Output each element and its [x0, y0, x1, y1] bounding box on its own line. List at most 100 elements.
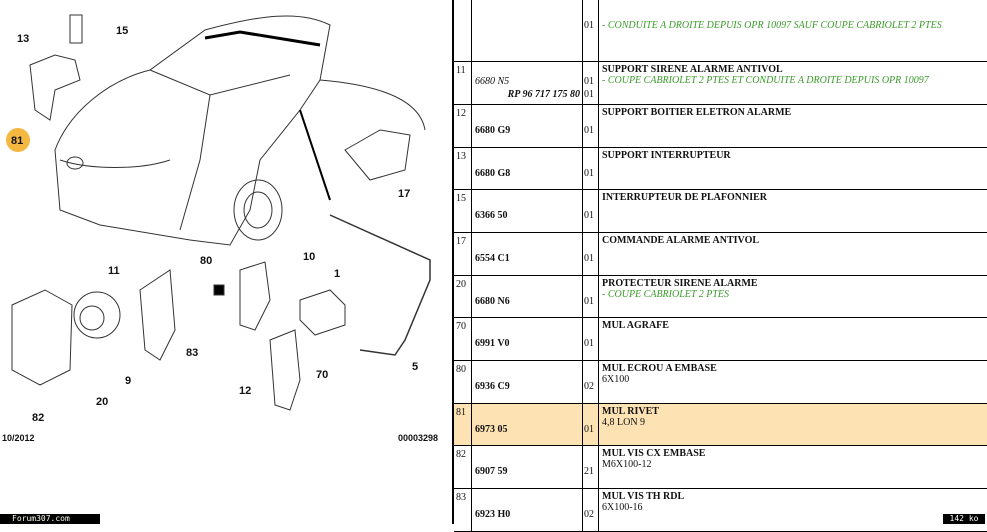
item-number: 17 [454, 233, 472, 275]
part-title: INTERRUPTEUR DE PLAFONNIER [602, 192, 768, 203]
designation-cell: MUL AGRAFE [599, 318, 987, 360]
callout-80[interactable]: 80 [200, 255, 212, 267]
part-reference[interactable]: 6366 50 [475, 210, 508, 221]
file-size: 142 ko [943, 514, 985, 524]
quantity: 01 [584, 338, 594, 349]
callout-82[interactable]: 82 [32, 412, 44, 424]
part-reference[interactable]: 6991 V0 [475, 338, 510, 349]
callout-10[interactable]: 10 [303, 251, 315, 263]
item-number: 81 [454, 404, 472, 445]
designation-cell: SUPPORT SIRENE ALARME ANTIVOL- COUPE CAB… [599, 62, 987, 104]
part-reference[interactable]: 6680 N5 [475, 76, 510, 87]
designation-cell: COMMANDE ALARME ANTIVOL [599, 233, 987, 275]
callout-70[interactable]: 70 [316, 369, 328, 381]
ref-cell: 6991 V0 [472, 318, 583, 360]
part-title: PROTECTEUR SIRENE ALARME [602, 278, 758, 289]
callout-12[interactable]: 12 [239, 385, 251, 397]
item-number: 11 [454, 62, 472, 104]
ref-cell: 6936 C9 [472, 361, 583, 403]
quantity: 01 [584, 210, 594, 221]
diagram-date: 10/2012 [2, 433, 35, 443]
item-number: 82 [454, 446, 472, 488]
qty-cell: 02 [583, 489, 599, 531]
part-spec: 6X100-16 [602, 502, 643, 513]
item-number: 83 [454, 489, 472, 531]
table-row[interactable]: 01- CONDUITE A DROITE DEPUIS OPR 10097 S… [454, 0, 987, 62]
item-number: 20 [454, 276, 472, 317]
item-number: 15 [454, 190, 472, 232]
designation-cell: SUPPORT INTERRUPTEUR [599, 148, 987, 189]
callout-11[interactable]: 11 [108, 265, 120, 277]
part-reference[interactable]: 6680 G9 [475, 125, 511, 136]
car-illustration [54, 15, 426, 246]
part-title: MUL VIS CX EMBASE [602, 448, 706, 459]
part-reference[interactable]: 6923 H0 [475, 509, 511, 520]
ref-cell: 6923 H0 [472, 489, 583, 531]
item-number: 13 [454, 148, 472, 189]
part-reference[interactable]: 6936 C9 [475, 381, 510, 392]
quantity: 01 [584, 125, 594, 136]
callout-1[interactable]: 1 [334, 268, 340, 280]
callout-83[interactable]: 83 [186, 347, 198, 359]
callout-20[interactable]: 20 [96, 396, 108, 408]
part-spec: M6X100-12 [602, 459, 652, 470]
part-title: MUL VIS TH RDL [602, 491, 685, 502]
part-title: SUPPORT SIRENE ALARME ANTIVOL [602, 64, 783, 75]
part-note: - CONDUITE A DROITE DEPUIS OPR 10097 SAU… [602, 20, 942, 31]
ref-cell: 6554 C1 [472, 233, 583, 275]
part-reference[interactable]: 6554 C1 [475, 253, 510, 264]
designation-cell: SUPPORT BOITIER ELETRON ALARME [599, 105, 987, 147]
ref-cell: 6907 59 [472, 446, 583, 488]
callout-5[interactable]: 5 [412, 361, 418, 373]
qty-cell: 01 [583, 404, 599, 445]
part-title: MUL ECROU A EMBASE [602, 363, 717, 374]
callout-81[interactable]: 81 [11, 135, 23, 147]
designation-cell: PROTECTEUR SIRENE ALARME- COUPE CABRIOLE… [599, 276, 987, 317]
ref-cell: 6366 50 [472, 190, 583, 232]
part-title: MUL RIVET [602, 406, 659, 417]
ref-cell: 6680 N6 [472, 276, 583, 317]
part-reference[interactable]: 6680 N6 [475, 296, 510, 307]
callout-13[interactable]: 13 [17, 33, 29, 45]
ref-cell: 6973 05 [472, 404, 583, 445]
callout-17[interactable]: 17 [398, 188, 410, 200]
part-reference[interactable]: 6907 59 [475, 466, 508, 477]
ref-cell: 6680 G9 [472, 105, 583, 147]
item-number: 12 [454, 105, 472, 147]
part-spec: 4,8 LON 9 [602, 417, 646, 428]
item-number [454, 0, 472, 61]
qty-cell: 01 [583, 276, 599, 317]
qty-cell: 01 [583, 0, 599, 61]
diagram-reference: 00003298 [398, 433, 439, 443]
highlight-circle [6, 128, 30, 152]
designation-cell: INTERRUPTEUR DE PLAFONNIER [599, 190, 987, 232]
qty-cell: 01 [583, 318, 599, 360]
quantity: 02 [584, 381, 594, 392]
callout-9[interactable]: 9 [125, 375, 131, 387]
quantity: 21 [584, 466, 594, 477]
part-reference[interactable]: 6973 05 [475, 424, 508, 435]
ref-cell: 6680 G8 [472, 148, 583, 189]
part-title: SUPPORT BOITIER ELETRON ALARME [602, 107, 792, 118]
item-number: 70 [454, 318, 472, 360]
part-reference[interactable]: 6680 G8 [475, 168, 511, 179]
ref-cell [472, 0, 583, 61]
callout-15[interactable]: 15 [116, 25, 128, 37]
designation-cell: - CONDUITE A DROITE DEPUIS OPR 10097 SAU… [599, 0, 987, 61]
